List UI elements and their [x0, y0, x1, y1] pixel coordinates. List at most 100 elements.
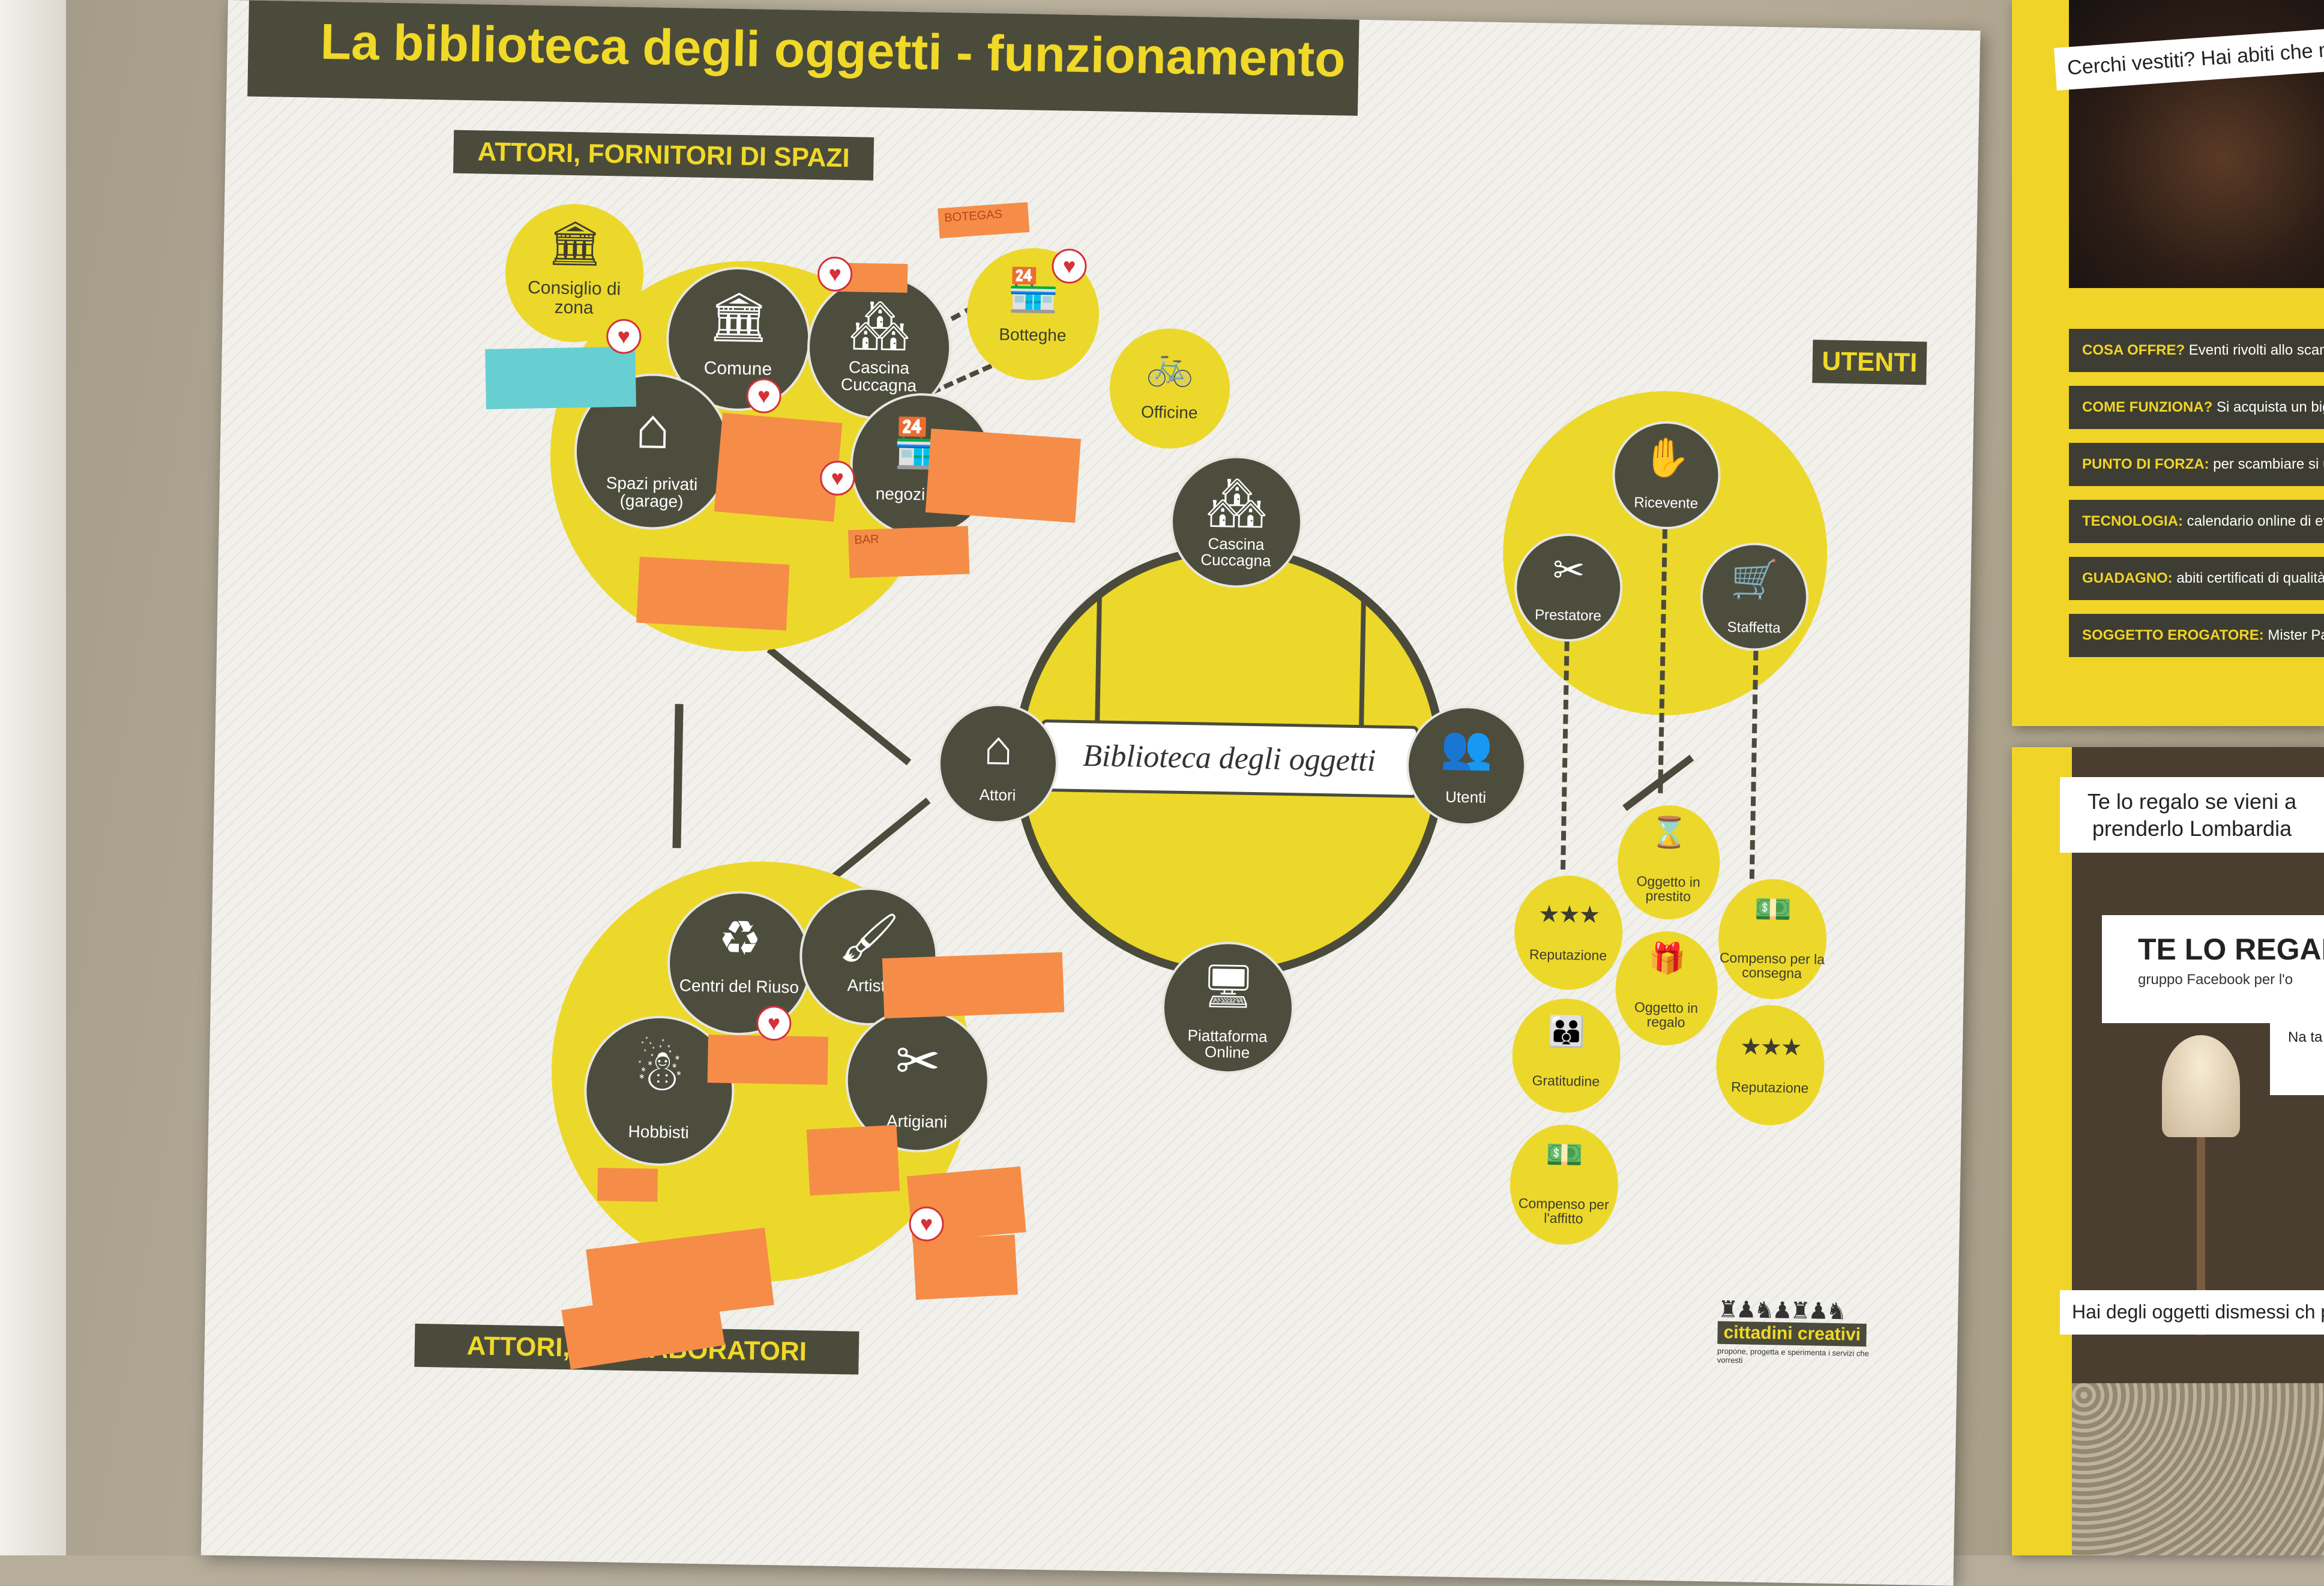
connector-fornitori-collaboratori: [672, 704, 684, 849]
shop-icon: 🏪: [1007, 266, 1061, 314]
sticky-note: [925, 428, 1081, 523]
regalo-label: Oggetto in regalo: [1634, 999, 1699, 1030]
card-title: TE LO REGALO: [2138, 933, 2324, 966]
cascina-center-label: Cascina Cuccagna: [1200, 534, 1271, 570]
cascina-label: Cascina Cuccagna: [840, 358, 917, 395]
family-icon: 👪: [1547, 1014, 1586, 1049]
reputazione2-label: Reputazione: [1730, 1078, 1809, 1096]
sticky-note-botegas: BOTEGAS: [938, 202, 1030, 239]
sticky-note: [912, 1234, 1018, 1300]
reputazione-label: Reputazione: [1529, 946, 1607, 964]
connector-fornitori-attori: [766, 646, 912, 766]
prestatore-label: Prestatore: [1534, 607, 1602, 625]
delivery-person-icon: 🛒: [1730, 557, 1780, 602]
spazi-privati-label: Spazi privati (garage): [606, 473, 698, 511]
tools-icon: ✂: [894, 1031, 941, 1092]
house-icon: ⌂: [983, 721, 1014, 775]
hourglass-hands-icon: ⌛: [1650, 815, 1688, 850]
open-hand-icon: ✋: [1642, 436, 1691, 480]
info-row: COME FUNZIONA? Si acquista un biglie: [2069, 386, 2324, 429]
recycle-icon: ♻: [718, 911, 762, 966]
bottom-caption: Hai degli oggetti dismessi ch potrebbero…: [2060, 1290, 2324, 1335]
label-utenti: UTENTI: [1812, 340, 1927, 385]
sticky-note-bar: BAR: [847, 526, 970, 578]
staffetta-node: 🛒 Staffetta: [1699, 541, 1810, 652]
info-row: COSA OFFRE? Eventi rivolti allo scambio: [2069, 329, 2324, 372]
piattaforma-label: Piattaforma Online: [1187, 1026, 1268, 1062]
hobbisti-label: Hobbisti: [628, 1122, 690, 1142]
central-sign-label: Biblioteca degli oggetti: [1082, 739, 1376, 778]
monitor-icon: 🖥: [1201, 962, 1256, 1011]
prestito-label: Oggetto in prestito: [1636, 873, 1701, 904]
right-poster-bottom: Te lo regalo se vieni a prenderlo Lombar…: [2012, 747, 2324, 1555]
three-stars-icon: ★★★: [1739, 1033, 1802, 1062]
prestito-node: ⌛ Oggetto in prestito: [1616, 804, 1721, 921]
info-row-value: Mister Paz Ltd: [2268, 627, 2324, 643]
info-row: GUADAGNO: abiti certificati di qualità e…: [2069, 557, 2324, 600]
info-row-key: COME FUNZIONA?: [2082, 399, 2213, 415]
compenso-affitto-label: Compenso per l'affitto: [1518, 1195, 1609, 1227]
town-hall-icon: 🏛: [547, 219, 603, 268]
gift-hand-icon: 🎁: [1648, 941, 1687, 976]
info-row-value: per scambiare si util: [2213, 456, 2324, 472]
officine-node: 🚲 Officine: [1109, 328, 1230, 449]
poster-title-banner: La biblioteca degli oggetti - funzioname…: [247, 0, 1359, 116]
money-hand-icon: 💵: [1754, 892, 1792, 927]
regalo-node: 🎁 Oggetto in regalo: [1614, 930, 1719, 1047]
side-card: Na ta: [2270, 1005, 2324, 1095]
three-stars-icon: ★★★: [1538, 901, 1600, 929]
utenti-label: Utenti: [1445, 787, 1487, 807]
sticky-note: [806, 1125, 900, 1196]
ricevente-label: Ricevente: [1634, 494, 1699, 512]
poster-title: La biblioteca degli oggetti - funzioname…: [320, 13, 1346, 88]
info-row-key: SOGGETTO EROGATORE:: [2082, 627, 2264, 643]
label-fornitori: ATTORI, FORNITORI DI SPAZI: [453, 130, 875, 181]
info-row-key: PUNTO DI FORZA:: [2082, 456, 2209, 472]
info-row-key: TECNOLOGIA:: [2082, 513, 2183, 529]
compenso-consegna-node: 💵 Compenso per la consegna: [1717, 878, 1828, 1000]
logo-tagline: propone, progetta e sperimenta i servizi…: [1717, 1346, 1870, 1365]
comune-label: Comune: [703, 358, 772, 379]
info-row-value: calendario online di even: [2187, 513, 2324, 529]
info-row: TECNOLOGIA: calendario online di even: [2069, 500, 2324, 543]
lamp-stem: [2197, 1137, 2205, 1335]
hand-tools-icon: ✂: [1552, 548, 1586, 592]
info-row-value: abiti certificati di qualità e a: [2176, 570, 2324, 586]
main-poster: La biblioteca degli oggetti - funzioname…: [200, 0, 1981, 1586]
info-row-key: GUADAGNO:: [2082, 570, 2173, 586]
logo-name: cittadini creativi: [1717, 1321, 1867, 1347]
officine-label: Officine: [1140, 402, 1198, 422]
utenti-node: 👥 Utenti: [1405, 704, 1528, 827]
info-row: PUNTO DI FORZA: per scambiare si util: [2069, 443, 2324, 486]
sticky-note: [707, 1035, 828, 1085]
reputazione-node: ★★★ Reputazione: [1513, 874, 1624, 991]
house-person-icon: ⌂: [634, 395, 671, 461]
attori-label: Attori: [979, 785, 1016, 805]
people-icon: 👥: [1440, 723, 1493, 771]
botteghe-label: Botteghe: [999, 325, 1067, 345]
info-row: SOGGETTO EROGATORE: Mister Paz Ltd: [2069, 614, 2324, 657]
sticky-note: [882, 952, 1065, 1019]
person-icon: ☃: [633, 1038, 686, 1104]
town-hall-icon: 🏛: [708, 290, 770, 344]
central-sign: Biblioteca degli oggetti: [1040, 719, 1419, 798]
gratitudine-node: 👪 Gratitudine: [1511, 997, 1622, 1114]
info-row-value: Eventi rivolti allo scambio: [2188, 342, 2324, 358]
riuso-label: Centri del Riuso: [679, 976, 799, 997]
paintbrush-icon: 🖌: [838, 910, 900, 965]
lace-tablecloth: [2072, 1383, 2324, 1555]
sticky-note: [597, 1168, 658, 1202]
adjacent-poster-edge: [0, 0, 66, 1555]
farmhouse-icon: 🏘: [1206, 475, 1268, 530]
compenso-consegna-label: Compenso per la consegna: [1719, 949, 1825, 982]
farmhouse-icon: 🏘: [849, 298, 911, 353]
lamp-shade: [2162, 1035, 2240, 1137]
gratitudine-label: Gratitudine: [1532, 1072, 1600, 1090]
info-row-value: Si acquista un biglie: [2216, 399, 2324, 415]
money-hand-icon: 💵: [1546, 1137, 1584, 1172]
card-subtitle: gruppo Facebook per l'o: [2138, 972, 2293, 988]
compenso-affitto-node: 💵 Compenso per l'affitto: [1509, 1123, 1619, 1246]
sticky-note: [636, 556, 790, 631]
info-row-key: COSA OFFRE?: [2082, 342, 2185, 358]
reputazione2-node: ★★★ Reputazione: [1715, 1004, 1826, 1126]
